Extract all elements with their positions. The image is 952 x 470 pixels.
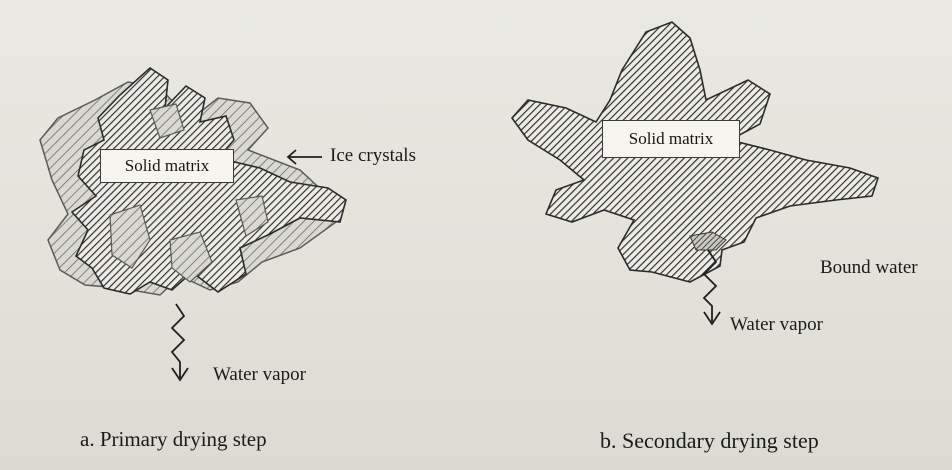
ice-crystals-arrow [288,150,322,164]
primary-solid-matrix-label: Solid matrix [100,149,234,183]
primary-water-vapor-label: Water vapor [213,364,306,386]
primary-water-vapor-arrow [172,304,188,380]
secondary-solid-matrix-label: Solid matrix [602,120,740,158]
bound-water-label: Bound water [820,257,918,279]
ice-crystals-label: Ice crystals [330,145,416,167]
secondary-water-vapor-label: Water vapor [730,314,823,336]
primary-caption: a. Primary drying step [80,427,267,452]
secondary-caption: b. Secondary drying step [600,428,819,454]
